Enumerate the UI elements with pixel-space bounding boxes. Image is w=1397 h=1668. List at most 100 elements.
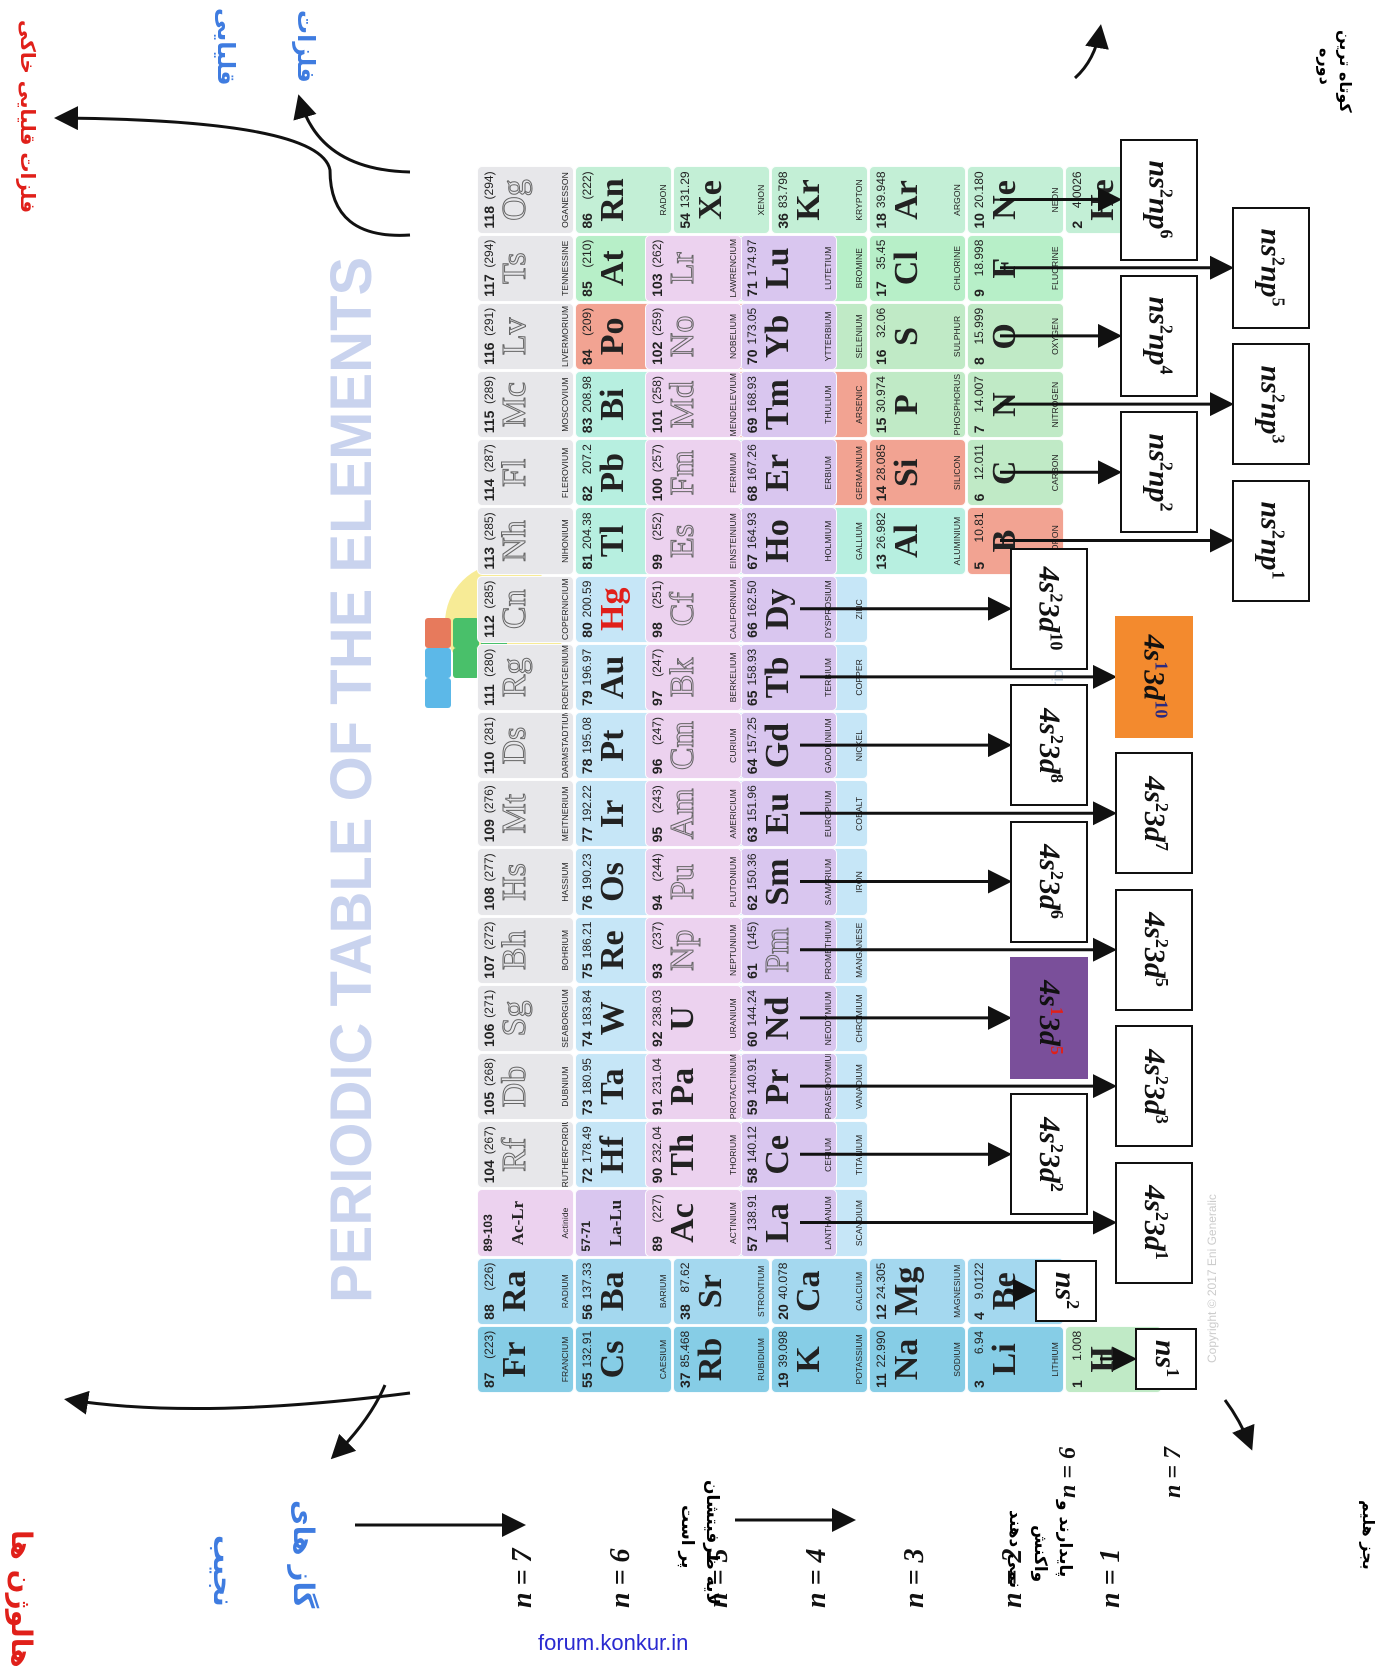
electron-config-text: 4s23d7: [1137, 776, 1172, 851]
curved-arrow: [330, 1384, 387, 1460]
config-orbital: ns: [1254, 365, 1288, 394]
config-orbital: ns: [1049, 1272, 1083, 1301]
electron-config-text: ns1: [1148, 1340, 1183, 1377]
noble-gas-label-1: گاز های: [287, 1500, 320, 1609]
electron-config-text: 4s23d2: [1032, 1117, 1067, 1192]
config-superscript: 7: [1151, 841, 1172, 851]
config-superscript: 2: [1151, 939, 1172, 949]
curved-arrow: [64, 1390, 411, 1415]
noble-gas-label-2: نجیب: [207, 1535, 240, 1607]
full-shell-label-1: لایه ظرفیتشان: [702, 1480, 722, 1606]
config-orbital: 3d: [1137, 811, 1171, 842]
config-orbital: np: [1254, 538, 1288, 571]
config-orbital: 3d: [1137, 1220, 1171, 1251]
electron-config-box: ns2np6: [1120, 138, 1198, 261]
electron-config-text: 4s13d10: [1137, 635, 1172, 719]
config-superscript: 3: [1268, 434, 1289, 444]
curved-arrow: [54, 106, 411, 237]
config-superscript: 2: [1046, 593, 1067, 603]
config-superscript: 10: [1046, 632, 1067, 651]
electron-config-box: 4s23d5: [1115, 888, 1193, 1011]
electron-config-text: ns2np6: [1142, 160, 1177, 238]
electron-config-text: ns2np5: [1254, 229, 1289, 307]
electron-config-text: ns2np3: [1254, 365, 1289, 443]
config-superscript: 2: [1151, 1075, 1172, 1085]
alkali-label-2: قلیایی: [212, 8, 240, 86]
config-superscript: 2: [1046, 1182, 1067, 1192]
electron-config-box: 4s23d6: [1010, 820, 1088, 943]
electron-config-text: 4s23d10: [1032, 567, 1067, 651]
config-orbital: 4s: [1032, 1116, 1066, 1144]
curved-arrow: [293, 94, 411, 174]
config-superscript: 8: [1046, 773, 1067, 783]
electron-config-box: 4s23d7: [1115, 752, 1193, 875]
electron-config-text: 4s23d8: [1032, 708, 1067, 783]
electron-config-box: 4s13d10: [1115, 615, 1193, 738]
config-superscript: 2: [1151, 802, 1172, 812]
electron-config-text: 4s23d5: [1137, 912, 1172, 987]
electron-config-text: ns2np2: [1142, 433, 1177, 511]
config-orbital: 4s: [1032, 566, 1066, 594]
stable-label-2: واکنش: [1030, 1525, 1050, 1583]
config-superscript: 5: [1268, 297, 1289, 307]
electron-config-box: 4s23d3: [1115, 1025, 1193, 1148]
config-orbital: ns: [1142, 160, 1176, 189]
full-shell-label-2: پر است: [677, 1505, 697, 1569]
config-superscript: 6: [1156, 229, 1177, 239]
config-superscript: 2: [1046, 870, 1067, 880]
config-superscript: 1: [1268, 570, 1289, 580]
config-orbital: 3d: [1137, 1084, 1171, 1115]
config-orbital: 3d: [1032, 879, 1066, 910]
config-orbital: 4s: [1137, 635, 1171, 662]
config-superscript: 2: [1268, 393, 1289, 403]
config-superscript: 2: [1063, 1300, 1084, 1310]
electron-config-box: ns2np1: [1232, 479, 1310, 602]
config-superscript: 2: [1151, 1211, 1172, 1221]
forum-link[interactable]: forum.konkur.in: [538, 1630, 689, 1655]
config-orbital: 4s: [1032, 980, 1066, 1008]
curved-arrow: [1223, 1399, 1255, 1451]
config-superscript: 5: [1046, 1046, 1067, 1056]
config-orbital: ns: [1142, 296, 1176, 326]
halogen-label: هالوژن ها: [5, 1530, 38, 1668]
electron-config-text: 4s23d1: [1137, 1185, 1172, 1260]
config-orbital: ns: [1142, 433, 1176, 462]
electron-config-box: 4s23d1: [1115, 1161, 1193, 1284]
config-orbital: 3d: [1032, 1152, 1066, 1183]
config-orbital: 4s: [1032, 707, 1066, 735]
electron-config-text: ns2np4: [1142, 297, 1177, 375]
config-orbital: 3d: [1032, 602, 1066, 633]
config-orbital: np: [1254, 266, 1288, 298]
electron-config-box: ns2np5: [1232, 206, 1310, 329]
config-orbital: 3d: [1137, 948, 1171, 979]
config-orbital: np: [1142, 470, 1176, 503]
config-superscript: 1: [1151, 1250, 1172, 1260]
electron-config-box: ns2np3: [1232, 343, 1310, 466]
alkaline-earth-label: فلزات قلیایی خاکی: [16, 20, 40, 214]
short-period-label-1: کوتاه ترین: [1336, 30, 1355, 113]
config-superscript: 4: [1156, 365, 1177, 375]
stable-label-3: نمی دهند: [1005, 1510, 1025, 1589]
config-superscript: 2: [1156, 461, 1177, 471]
config-orbital: np: [1142, 197, 1176, 230]
electron-config-text: 4s23d6: [1032, 844, 1067, 919]
config-superscript: 6: [1046, 909, 1067, 919]
config-orbital: ns: [1254, 228, 1288, 258]
electron-config-text: 4s23d3: [1137, 1049, 1172, 1124]
config-orbital: 4s: [1137, 912, 1171, 940]
electron-config-box: 4s23d10: [1010, 547, 1088, 670]
config-orbital: 3d: [1137, 670, 1171, 701]
config-superscript: 1: [1163, 1368, 1184, 1378]
electron-config-box: 4s23d2: [1010, 1093, 1088, 1216]
config-orbital: 4s: [1137, 775, 1171, 803]
electron-config-box: 4s23d8: [1010, 684, 1088, 807]
electron-config-box: ns2: [1035, 1259, 1097, 1322]
config-superscript: 3: [1151, 1114, 1172, 1124]
config-orbital: 4s: [1137, 1048, 1171, 1076]
config-superscript: 2: [1156, 502, 1177, 512]
config-orbital: 4s: [1032, 844, 1066, 871]
electron-config-text: 4s13d5: [1032, 981, 1067, 1056]
electron-config-box: ns2np4: [1120, 274, 1198, 397]
config-orbital: np: [1142, 334, 1176, 366]
electron-config-text: ns2np1: [1254, 501, 1289, 579]
